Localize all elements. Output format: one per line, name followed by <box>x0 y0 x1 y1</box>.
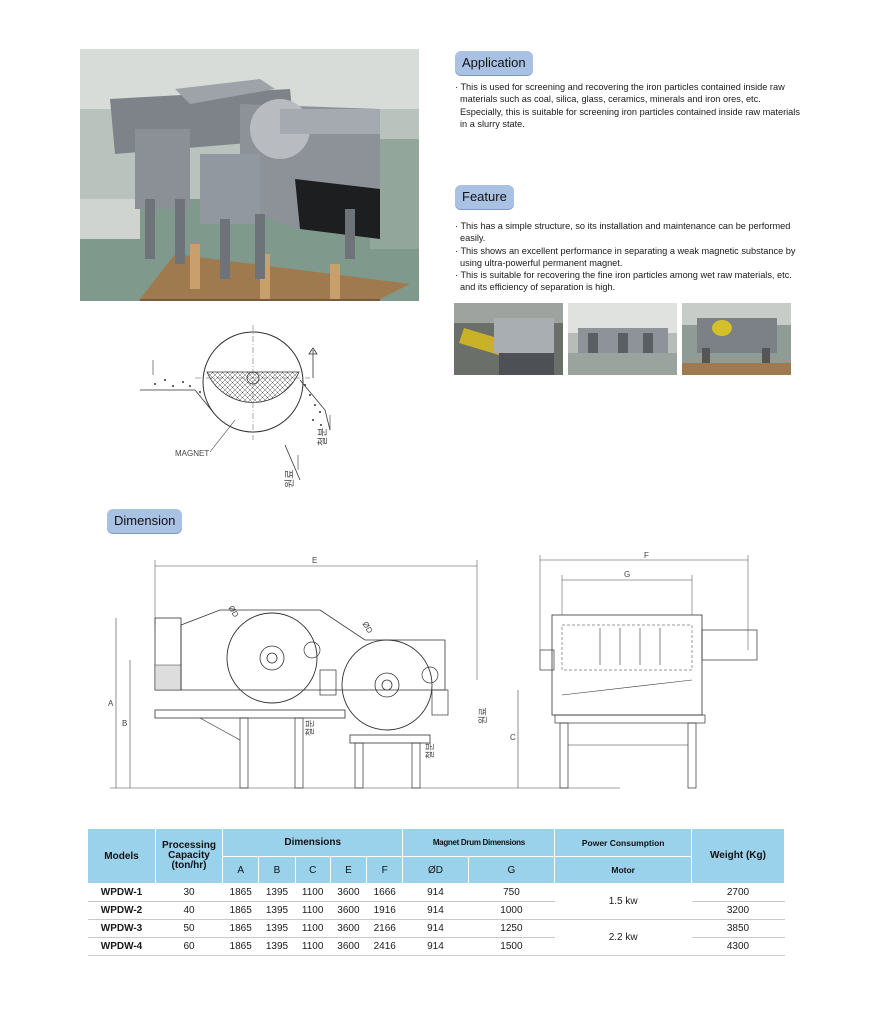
feature-heading: Feature <box>455 185 514 209</box>
header-motor: Motor <box>554 856 692 884</box>
cell-c: 1100 <box>295 919 331 938</box>
iron-label-1: 철분 <box>305 719 316 736</box>
dimension-drawing: E A B C ØD ØD 철분 철분 원료 <box>100 550 770 795</box>
header-col-c: C <box>294 856 331 884</box>
cell-g: 1500 <box>468 937 555 956</box>
application-text: · This is used for screening and recover… <box>455 81 802 130</box>
cell-c: 1100 <box>295 937 331 956</box>
main-product-photo <box>80 49 419 301</box>
drum-2 <box>341 639 433 731</box>
table-row: WPDW-4 60 1865 1395 1100 3600 2416 914 1… <box>87 937 785 956</box>
cell-d: 914 <box>402 883 468 902</box>
cell-weight: 4300 <box>691 937 785 956</box>
cell-capacity: 50 <box>155 919 223 938</box>
header-col-f: F <box>366 856 404 884</box>
header-weight: Weight (Kg) <box>691 828 785 884</box>
cell-weight: 2700 <box>691 883 785 902</box>
cell-f: 2166 <box>366 919 403 938</box>
header-col-a: A <box>221 856 260 884</box>
cell-g: 1250 <box>468 919 555 938</box>
cell-d: 914 <box>402 901 468 920</box>
raw-label: 원료 <box>284 470 296 488</box>
application-heading: Application <box>455 51 533 75</box>
feature-item: · This shows an excellent performance in… <box>455 245 796 268</box>
cell-capacity: 30 <box>155 883 223 902</box>
cell-model: WPDW-4 <box>87 937 156 956</box>
cell-f: 1916 <box>366 901 403 920</box>
dim-label-b: B <box>122 719 127 728</box>
header-col-g: G <box>467 856 556 884</box>
cell-b: 1395 <box>258 901 296 920</box>
cell-c: 1100 <box>295 883 331 902</box>
feature-item: · This has a simple structure, so its in… <box>455 221 791 244</box>
dim-label-d1: ØD <box>227 604 241 619</box>
cell-g: 1000 <box>468 901 555 920</box>
cell-weight: 3200 <box>691 901 785 920</box>
dim-label-f: F <box>644 551 649 560</box>
header-capacity: Processing Capacity (ton/hr) <box>155 828 223 884</box>
spec-table: Models Processing Capacity (ton/hr) Dime… <box>87 828 785 956</box>
small-photo-1 <box>454 303 563 375</box>
cell-d: 914 <box>402 919 468 938</box>
cell-e: 3600 <box>330 937 367 956</box>
feature-list: · This has a simple structure, so its in… <box>455 220 802 294</box>
small-photo-2 <box>568 303 677 375</box>
header-col-d: ØD <box>402 856 469 884</box>
application-paragraph: · This is used for screening and recover… <box>455 82 800 129</box>
cell-weight: 3850 <box>691 919 785 938</box>
cell-e: 3600 <box>330 901 367 920</box>
magnet-label: MAGNET <box>175 449 209 458</box>
principle-diagram: MAGNET 철분 원료 <box>135 320 365 495</box>
cell-motor: 2.2 kw <box>554 919 692 956</box>
dim-label-g: G <box>624 570 630 579</box>
cell-motor: 1.5 kw <box>554 883 692 920</box>
dim-label-e: E <box>312 556 317 565</box>
small-photo-3 <box>682 303 791 375</box>
cell-g: 750 <box>468 883 555 902</box>
cell-capacity: 60 <box>155 937 223 956</box>
drum-1 <box>226 612 318 704</box>
dim-label-a: A <box>108 699 114 708</box>
cell-b: 1395 <box>258 919 296 938</box>
cell-model: WPDW-2 <box>87 901 156 920</box>
table-row: WPDW-2 40 1865 1395 1100 3600 1916 914 1… <box>87 901 785 920</box>
table-row: WPDW-1 30 1865 1395 1100 3600 1666 914 7… <box>87 883 785 920</box>
cell-a: 1865 <box>222 937 259 956</box>
cell-model: WPDW-1 <box>87 883 156 902</box>
cell-a: 1865 <box>222 901 259 920</box>
cell-c: 1100 <box>295 901 331 920</box>
header-col-b: B <box>258 856 296 884</box>
cell-model: WPDW-3 <box>87 919 156 938</box>
cell-e: 3600 <box>330 919 367 938</box>
cell-b: 1395 <box>258 937 296 956</box>
magnet-sector <box>206 371 300 403</box>
cell-capacity: 40 <box>155 901 223 920</box>
dim-label-c: C <box>510 733 516 742</box>
header-power: Power Consumption <box>554 828 692 857</box>
header-col-e: E <box>329 856 368 884</box>
cell-a: 1865 <box>222 919 259 938</box>
cell-e: 3600 <box>330 883 367 902</box>
dimension-heading: Dimension <box>107 509 183 533</box>
feature-item: · This is suitable for recovering the fi… <box>455 270 792 293</box>
raw-label-2: 원료 <box>478 707 489 724</box>
cell-d: 914 <box>402 937 468 956</box>
cell-b: 1395 <box>258 883 296 902</box>
header-drum: Magnet Drum Dimensions <box>402 828 556 857</box>
header-models: Models <box>87 828 156 884</box>
cell-f: 2416 <box>366 937 403 956</box>
dim-label-d2: ØD <box>361 620 375 635</box>
cell-f: 1666 <box>366 883 403 902</box>
iron-label-2: 철분 <box>425 742 436 759</box>
table-row: WPDW-3 50 1865 1395 1100 3600 2166 914 1… <box>87 919 785 956</box>
cell-a: 1865 <box>222 883 259 902</box>
header-dimensions: Dimensions <box>221 828 404 857</box>
iron-label: 철분 <box>317 428 329 446</box>
